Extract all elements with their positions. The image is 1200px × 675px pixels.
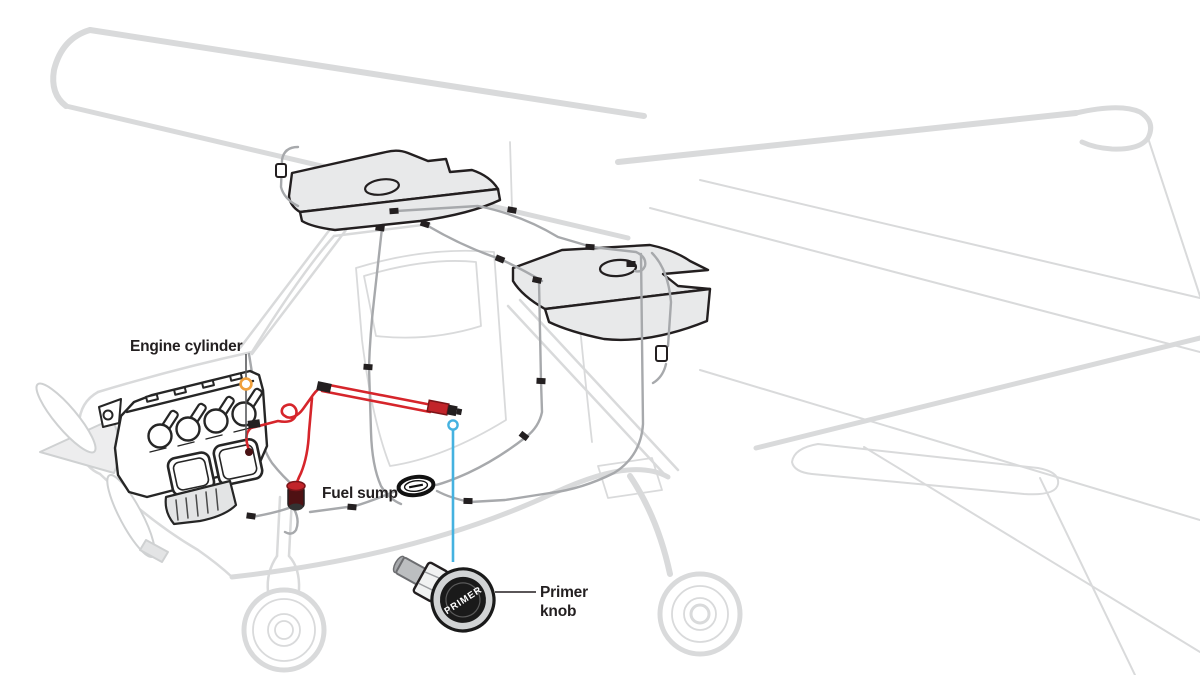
- engine-top-edge: [125, 379, 255, 414]
- sump-stub-line: [250, 504, 296, 519]
- right-wing-leading-edge: [615, 110, 1079, 165]
- engine-oil-sump: [164, 479, 238, 526]
- callouts: Engine cylinder Fuel sump Primer knob: [130, 338, 588, 620]
- left-fuel-tank-front: [298, 187, 502, 232]
- fuselage-top-line: [699, 179, 1200, 299]
- left-wing-strut-b: [250, 228, 348, 356]
- firewall-grommet-orange: [239, 377, 253, 391]
- right-wing-strut-b: [518, 298, 680, 472]
- right-wing-underside: [699, 369, 1200, 521]
- right-wing-flap: [791, 443, 1060, 496]
- primer-double-line-upper: [322, 382, 434, 407]
- fuel-sump-strainer: [286, 480, 306, 511]
- primer-knob-label-line1: Primer: [540, 584, 588, 601]
- engine-cylinder-label: Engine cylinder: [130, 338, 243, 355]
- fuel-line-fittings: [246, 163, 668, 520]
- gear-leg: [627, 473, 673, 577]
- cylinder-port: [245, 448, 253, 456]
- primer-knob: PRIMER: [392, 555, 496, 633]
- fuel-tanks: [287, 149, 712, 342]
- right-wing-edge-a: [863, 446, 1200, 653]
- primer-callout-blue: [447, 419, 459, 562]
- right-main-gear: [597, 457, 743, 657]
- blue-callout-dot: [447, 419, 459, 431]
- left-tank-feed-line: [367, 226, 403, 506]
- primer-knob-face: PRIMER: [430, 567, 496, 633]
- windshield: [250, 234, 336, 354]
- door-window: [363, 260, 482, 339]
- fuselage-side-line: [753, 335, 1200, 451]
- primer-line-fittings: [245, 381, 463, 511]
- left-wing-strut-a: [238, 222, 336, 350]
- primer-panel-fitting: [426, 399, 463, 417]
- primer-line-red: [245, 382, 434, 488]
- left-tank-filler-cap: [364, 178, 400, 196]
- sump-drain-hook: [283, 507, 299, 535]
- primer-suction-line: [294, 396, 314, 488]
- primer-double-line-lower: [320, 389, 432, 414]
- left-vent-fitting: [275, 163, 287, 178]
- prop-blade-upper: [35, 382, 97, 454]
- door-outline: [355, 249, 507, 467]
- right-wing-strut-a: [506, 304, 668, 478]
- right-wing-tip-trailing: [1147, 137, 1200, 297]
- right-wing-trailing-edge: [649, 207, 1200, 353]
- fuel-sump-label: Fuel sump: [322, 485, 398, 502]
- engine-left-boss: [102, 409, 114, 421]
- cabin-brace-line: [509, 141, 513, 209]
- left-wing-leading-edge: [87, 27, 647, 119]
- right-main-wheel: [657, 571, 743, 657]
- right-vent-line: [650, 251, 673, 385]
- oil-sump-fins: [175, 488, 219, 521]
- right-rear-feed-line: [435, 252, 645, 504]
- left-wing: [50, 27, 93, 109]
- right-vent-fitting: [655, 345, 668, 362]
- nose-wheel: [241, 587, 327, 673]
- right-fuel-tank-top: [511, 243, 712, 311]
- fuel-valve-oval: [396, 474, 436, 498]
- right-wing-tip: [1073, 105, 1154, 152]
- gear-fairing: [597, 457, 663, 499]
- engine-illustration: [98, 369, 269, 526]
- cowl-top: [96, 350, 254, 394]
- nose-gear: [241, 495, 327, 673]
- primer-knob-label-line2: knob: [540, 603, 576, 620]
- engine-cylinders: [147, 387, 263, 453]
- exhaust-stub: [139, 539, 169, 563]
- right-wing-edge-b: [1039, 477, 1136, 675]
